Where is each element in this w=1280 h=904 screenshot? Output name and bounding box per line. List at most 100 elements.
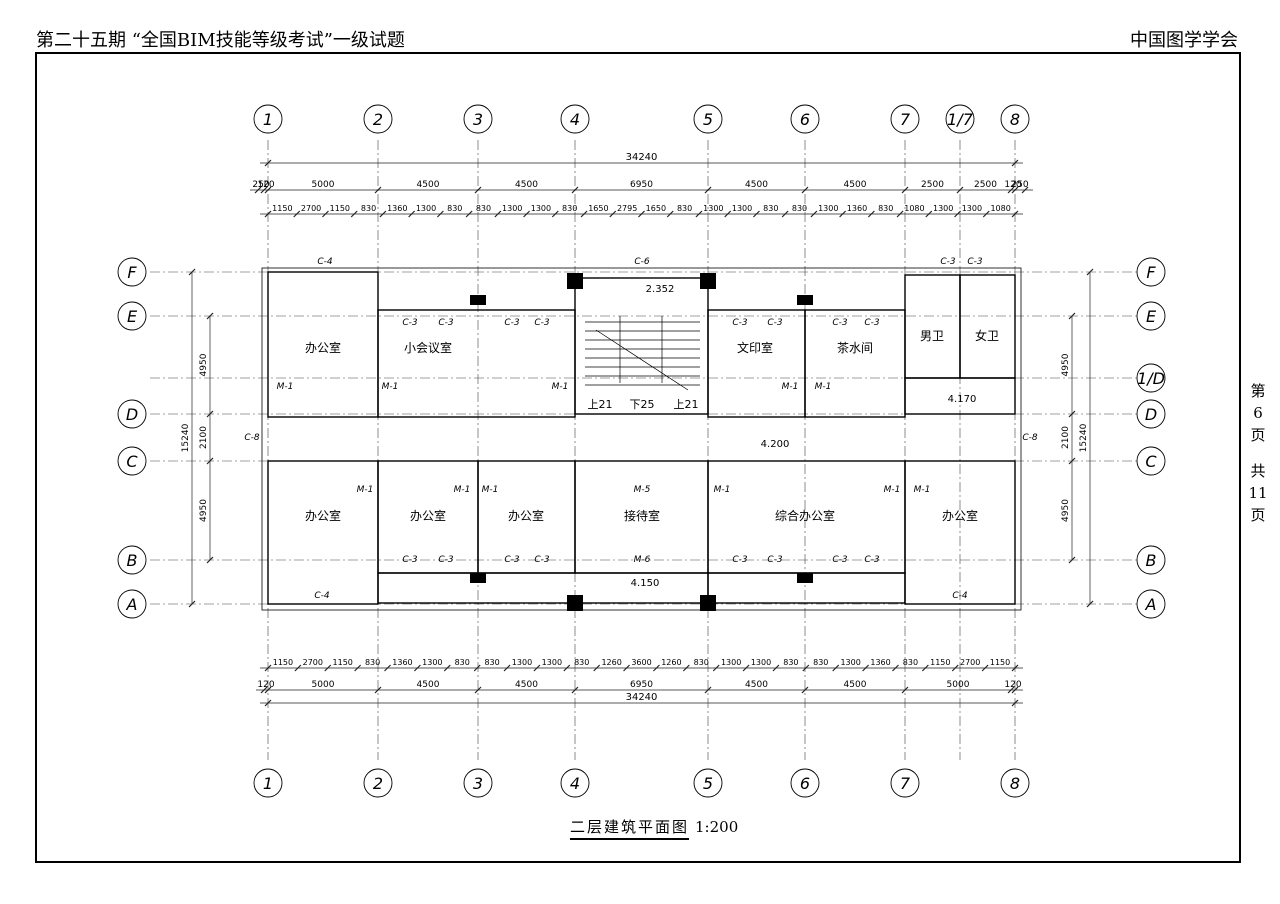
dim-top-detail-tick: [752, 210, 760, 218]
dim-bottom-detail-label: 2700: [960, 658, 980, 667]
dim-left-row-label: 4950: [199, 499, 209, 522]
tag-window-c4: C-4: [317, 257, 333, 267]
dim-top-detail-tick: [724, 210, 732, 218]
axis-bubble-right-1/D: 1/D: [1137, 369, 1165, 388]
dim-top-row-label: 4500: [515, 180, 538, 190]
tag-window-c6: C-6: [634, 257, 650, 267]
wall-block-8: [267, 460, 379, 605]
dim-bottom-detail-label: 1300: [751, 658, 771, 667]
dim-bottom-row-label: 4500: [844, 680, 867, 690]
axis-bubble-top-1/7-circle: [945, 104, 975, 134]
axis-bubble-top-1-circle: [253, 104, 283, 134]
dim-bottom-detail-tick: [413, 664, 421, 672]
stair-up-label: 上21: [588, 398, 613, 411]
structural-column: [700, 273, 716, 289]
room-label-r4: 茶水间: [837, 340, 873, 355]
dim-top-detail-tick: [494, 210, 502, 218]
dim-top-row-label: 4500: [745, 180, 768, 190]
axis-bubble-right-D-circle: [1136, 399, 1166, 429]
dim-top-detail-label: 1300: [732, 204, 752, 213]
tag-window-c3: C-3: [438, 555, 454, 565]
dim-top-row-tick: [374, 186, 382, 194]
tag-window-c4: C-4: [952, 591, 968, 601]
dim-left-row-tick: [206, 556, 214, 564]
building-outline: [261, 267, 1022, 611]
dim-bottom-detail-label: 3600: [631, 658, 651, 667]
dim-top-row-label: 4500: [844, 180, 867, 190]
axis-bubble-top-2: 2: [373, 110, 383, 129]
dim-bottom-total-label: 34240: [626, 692, 658, 703]
dim-top-detail-label: 1300: [703, 204, 723, 213]
dim-top-detail-tick: [609, 210, 617, 218]
axis-bubble-bottom-1-circle: [253, 768, 283, 798]
dim-top-detail-tick: [293, 210, 301, 218]
dim-right-total-label: 15240: [1079, 423, 1089, 452]
tag-door-m1: M-1: [454, 485, 471, 495]
dim-bottom-detail-tick: [832, 664, 840, 672]
dim-top-total-label: 34240: [626, 152, 658, 163]
dim-top-detail-tick: [523, 210, 531, 218]
dim-bottom-row-label: 5000: [312, 680, 335, 690]
dim-left-row-tick: [206, 312, 214, 320]
tag-window-c3: C-3: [534, 318, 550, 328]
structural-column: [567, 595, 583, 611]
dim-bottom-detail-tick: [623, 664, 630, 672]
dim-top-detail-label: 1150: [272, 204, 292, 213]
dim-bottom-detail-tick: [503, 664, 511, 672]
caption-scale: 1:200: [695, 818, 739, 836]
dim-bottom-detail-label: 2700: [303, 658, 323, 667]
axis-bubble-left-A: A: [126, 595, 138, 614]
dim-top-detail-tick: [580, 210, 588, 218]
structural-column: [567, 273, 583, 289]
dim-top-row-label: 5000: [312, 180, 335, 190]
tag-window-c3: C-3: [767, 318, 783, 328]
dim-right-total-tick: [1086, 600, 1094, 608]
dim-right-row-label: 4950: [1061, 499, 1071, 522]
dim-top-detail-tick: [695, 210, 703, 218]
axis-bubble-top-1/7: 1/7: [947, 110, 974, 129]
dim-top-detail-label: 830: [878, 204, 893, 213]
dim-top-detail-label: 1300: [933, 204, 953, 213]
dim-bottom-detail-tick: [384, 664, 391, 672]
wall-block-2: [574, 277, 709, 415]
axis-bubble-top-5-circle: [693, 104, 723, 134]
axis-bubble-left-F-circle: [117, 257, 147, 287]
tag-window-c3: C-3: [864, 555, 880, 565]
level-entrance: 4.150: [631, 578, 660, 589]
tag-door-m1: M-1: [815, 382, 832, 392]
tag-window-c3: C-3: [438, 318, 454, 328]
axis-bubble-top-7-circle: [890, 104, 920, 134]
dim-top-row-tick: [1021, 186, 1029, 194]
axis-bubble-top-8: 8: [1010, 110, 1020, 129]
dim-top-detail-label: 1360: [387, 204, 407, 213]
dim-top-detail-label: 830: [763, 204, 778, 213]
page-ye2: 页: [1250, 506, 1266, 524]
room-label-r6: 女卫: [975, 328, 999, 343]
dim-bottom-detail-tick: [712, 664, 720, 672]
tag-window-c3: C-3: [534, 555, 550, 565]
drawing-series-title: 第二十五期 “全国BIM技能等级考试”一级试题: [36, 30, 405, 51]
dim-bottom-detail-label: 1260: [601, 658, 621, 667]
dim-top-detail-label: 1650: [588, 204, 608, 213]
dim-bottom-detail-tick: [742, 664, 750, 672]
tag-window-c3: C-3: [402, 318, 418, 328]
dim-top-detail-tick: [638, 210, 645, 218]
dim-bottom-detail-tick: [862, 664, 870, 672]
tag-window-c3: C-3: [732, 555, 748, 565]
axis-bubble-top-4-circle: [560, 104, 590, 134]
tag-window-c3: C-3: [967, 257, 983, 267]
axis-bubble-right-B: B: [1146, 551, 1157, 570]
dim-left-total-tick: [188, 600, 196, 608]
tag-door-m1: M-1: [357, 485, 374, 495]
dim-top-detail-label: 1650: [646, 204, 666, 213]
dim-bottom-detail-label: 1300: [840, 658, 860, 667]
dim-top-detail-tick: [896, 210, 904, 218]
tag-window-c8: C-8: [1022, 433, 1038, 443]
tag-door-m1: M-1: [382, 382, 399, 392]
axis-bubble-bottom-6-circle: [790, 768, 820, 798]
axis-bubble-top-5: 5: [703, 110, 713, 129]
dim-top-detail-tick: [408, 210, 416, 218]
axis-bubble-top-6: 6: [800, 110, 810, 129]
axis-bubble-right-A-circle: [1136, 589, 1166, 619]
